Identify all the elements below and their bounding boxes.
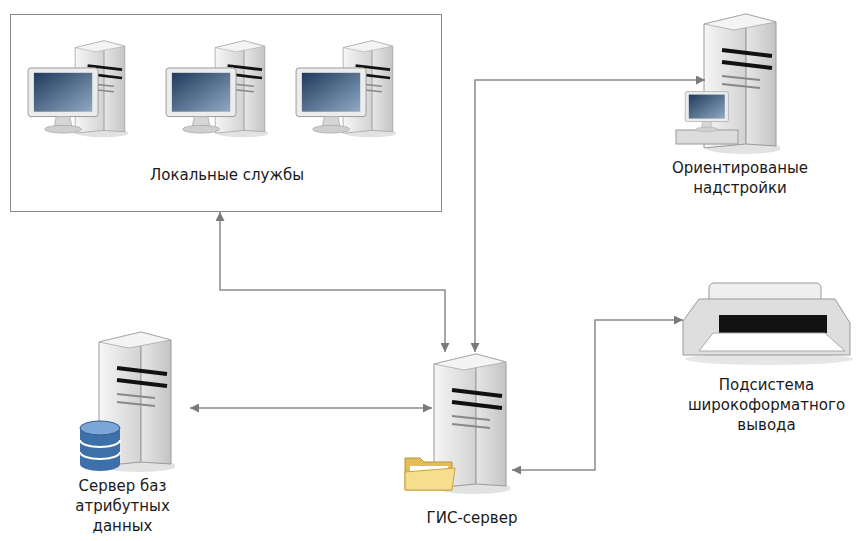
node-text: Локальные службы (11, 165, 443, 185)
connector-arrow (220, 212, 445, 352)
connector-arrow (190, 407, 432, 409)
device-node: Сервер баз атрибутных данных (95, 330, 190, 470)
device-node: ГИС-сервер (432, 352, 512, 492)
local-computers (28, 41, 397, 138)
group-box: Локальные службы (10, 14, 442, 212)
node-text: Сервер баз атрибутных данных (67, 476, 179, 536)
node-label: Локальные службы (11, 165, 443, 185)
connector-arrow (475, 80, 705, 352)
node-label: Подсистема широкоформатного вывода (677, 375, 857, 435)
node-text: ГИС-сервер (407, 508, 537, 528)
device-node: Ориентированые надстройки (705, 12, 775, 152)
monitor-icon (296, 68, 366, 133)
gis-server-icon (405, 354, 512, 494)
database-symbol (80, 421, 120, 471)
addon-server-icon (676, 14, 782, 154)
node-text: Ориентированые надстройки (660, 158, 820, 198)
plotter-icon (683, 283, 853, 365)
node-label: ГИС-сервер (407, 508, 537, 528)
attribute-server-icon (80, 332, 177, 472)
monitor-icon (685, 92, 728, 132)
node-label: Ориентированые надстройки (660, 158, 820, 198)
node-text: Подсистема широкоформатного вывода (677, 375, 857, 435)
folder-symbol (405, 458, 455, 490)
node-label: Сервер баз атрибутных данных (67, 476, 179, 536)
monitor-icon (166, 68, 236, 133)
desktop-base (676, 130, 738, 144)
device-node: Подсистема широкоформатного вывода (683, 285, 850, 362)
connector-arrow (512, 320, 683, 470)
monitor-icon (28, 68, 98, 133)
